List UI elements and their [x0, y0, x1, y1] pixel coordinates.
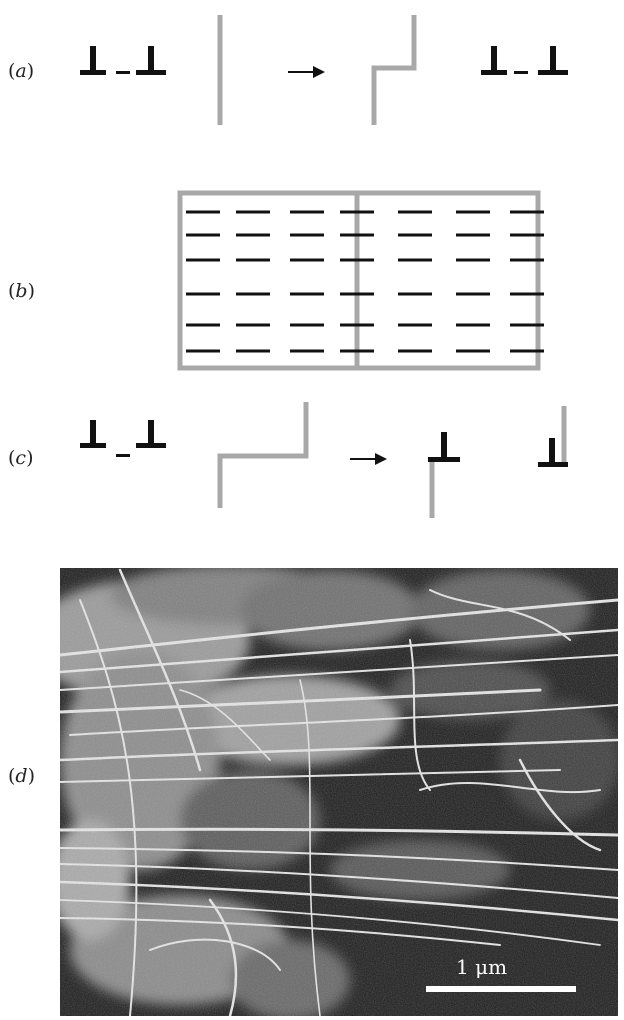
panel-c-diagram [80, 402, 568, 518]
dislocation-pair-right-a [481, 46, 568, 75]
tem-micrograph [60, 568, 618, 1016]
scale-bar [426, 986, 576, 992]
scale-bar-group [426, 986, 576, 992]
dislocation-pair-c [80, 420, 166, 457]
boundary-stepped-a [371, 15, 417, 125]
scale-bar-label: 1 μm [456, 955, 507, 979]
dislocation-array-b [186, 210, 544, 353]
panel-label-d: (d) [8, 765, 36, 787]
panel-a-diagram [80, 15, 568, 125]
boundary-stepped-c [217, 402, 309, 508]
dislocation-on-boundary-lower-c [428, 432, 460, 462]
panel-label-b: (b) [8, 280, 36, 302]
arrow-c [350, 453, 387, 465]
arrow-a [288, 66, 325, 78]
dislocation-pair-left-a [80, 46, 166, 75]
grain-box-b [177, 190, 541, 371]
dislocation-on-boundary-upper-c [538, 438, 568, 467]
panel-label-c: (c) [8, 447, 34, 469]
panel-b-diagram [177, 190, 544, 371]
panel-label-a: (a) [8, 60, 35, 82]
